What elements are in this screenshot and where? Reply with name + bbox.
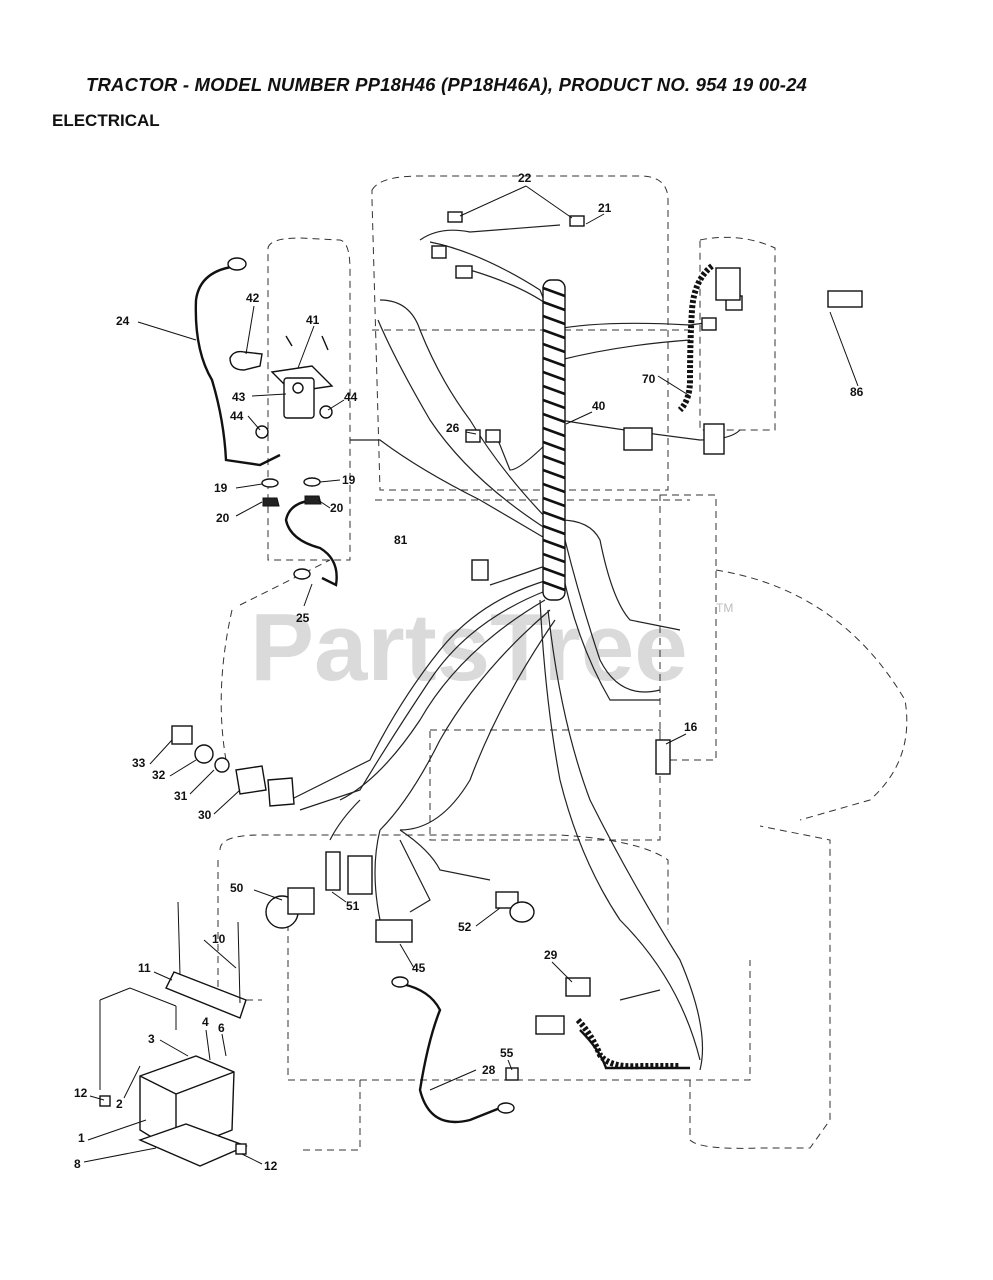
callout-4: 4 bbox=[202, 1015, 209, 1029]
callout-43: 43 bbox=[232, 390, 246, 404]
wiring-harness bbox=[289, 224, 741, 1071]
callout-2: 2 bbox=[116, 1097, 123, 1111]
connectors bbox=[171, 211, 863, 1114]
callout-24: 24 bbox=[116, 314, 130, 328]
callout-25: 25 bbox=[296, 611, 310, 625]
callout-3: 3 bbox=[148, 1032, 155, 1046]
leader-lines bbox=[83, 185, 859, 1165]
callout-8: 8 bbox=[74, 1157, 81, 1171]
callout-55: 55 bbox=[500, 1046, 514, 1060]
callout-44-left: 44 bbox=[230, 409, 244, 423]
watermark-tm: TM bbox=[716, 601, 733, 615]
callout-20-right: 20 bbox=[330, 501, 344, 515]
callout-30: 30 bbox=[198, 808, 212, 822]
watermark: PartsTree bbox=[250, 594, 688, 701]
tractor-outline bbox=[217, 175, 908, 1151]
callout-labels: 22 21 24 42 41 43 44 44 19 19 20 20 26 4… bbox=[74, 171, 864, 1173]
harness-loom-40 bbox=[542, 279, 566, 601]
callout-12-left: 12 bbox=[74, 1086, 88, 1100]
callout-50: 50 bbox=[230, 881, 244, 895]
callout-21: 21 bbox=[598, 201, 612, 215]
callout-33: 33 bbox=[132, 756, 146, 770]
callout-10: 10 bbox=[212, 932, 226, 946]
callout-6: 6 bbox=[218, 1021, 225, 1035]
callout-31: 31 bbox=[174, 789, 188, 803]
page-title: TRACTOR - MODEL NUMBER PP18H46 (PP18H46A… bbox=[86, 74, 808, 95]
callout-1: 1 bbox=[78, 1131, 85, 1145]
callout-70: 70 bbox=[642, 372, 656, 386]
callout-12-right: 12 bbox=[264, 1159, 278, 1173]
battery-assembly bbox=[99, 901, 248, 1167]
callout-52: 52 bbox=[458, 920, 472, 934]
callout-42: 42 bbox=[246, 291, 260, 305]
callout-45: 45 bbox=[412, 961, 426, 975]
callout-26: 26 bbox=[446, 421, 460, 435]
callout-44-right: 44 bbox=[344, 390, 358, 404]
callout-11: 11 bbox=[138, 961, 151, 975]
callout-28: 28 bbox=[482, 1063, 496, 1077]
callout-41: 41 bbox=[306, 313, 320, 327]
callout-81: 81 bbox=[394, 533, 408, 547]
starter-solenoid bbox=[227, 257, 334, 580]
callout-19-left: 19 bbox=[214, 481, 228, 495]
callout-86: 86 bbox=[850, 385, 864, 399]
callout-51: 51 bbox=[346, 899, 360, 913]
callout-16: 16 bbox=[684, 720, 698, 734]
harness-loom-70 bbox=[575, 263, 714, 1070]
callout-22: 22 bbox=[518, 171, 532, 185]
callout-32: 32 bbox=[152, 768, 166, 782]
callout-29: 29 bbox=[544, 948, 558, 962]
section-subtitle: ELECTRICAL bbox=[52, 111, 160, 130]
callout-20-left: 20 bbox=[216, 511, 230, 525]
callout-19-right: 19 bbox=[342, 473, 356, 487]
callout-40: 40 bbox=[592, 399, 606, 413]
